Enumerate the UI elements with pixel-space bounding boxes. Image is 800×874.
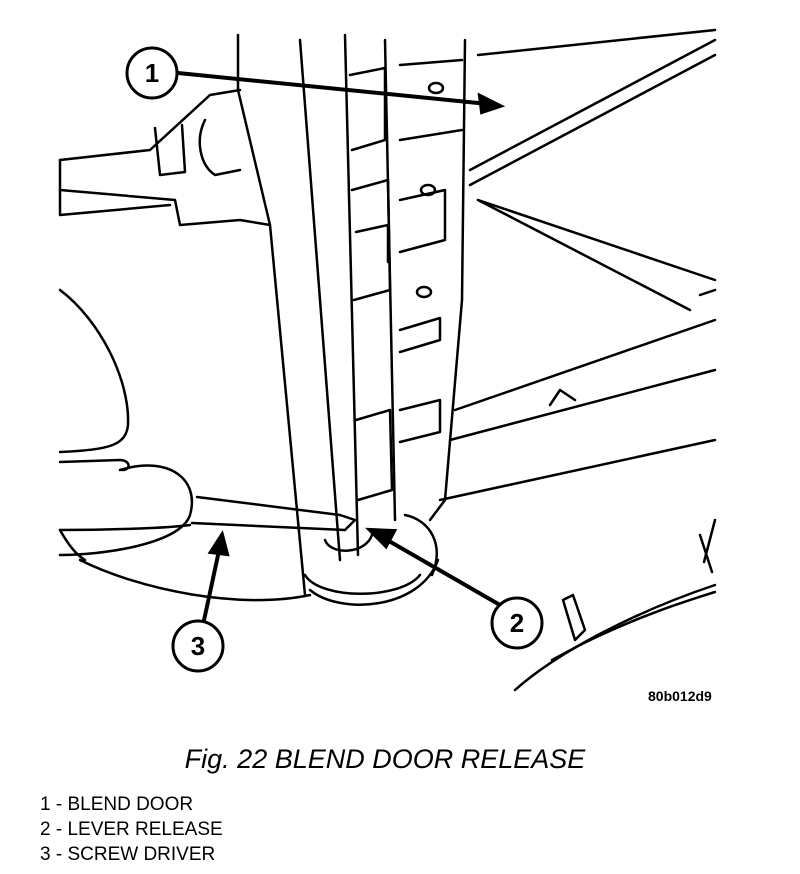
- arrowhead-1: [477, 92, 506, 115]
- figure-caption: Fig. 22 BLEND DOOR RELEASE: [184, 744, 586, 774]
- pivot-base: [303, 438, 717, 606]
- housing-ledge: [58, 88, 272, 227]
- leader-line-3: [201, 545, 222, 626]
- lower-disc: [58, 528, 312, 602]
- callout-2: 2: [490, 596, 544, 650]
- screwdriver: [58, 464, 357, 557]
- lower-right-housing: [513, 518, 717, 692]
- blend-door-illustration: 1 2 3: [58, 28, 717, 692]
- svg-text:1: 1: [145, 58, 159, 88]
- arrowhead-2: [364, 527, 398, 550]
- blend-door-shaft: [236, 33, 467, 597]
- arrowhead-3: [207, 530, 230, 557]
- legend-item-blend-door: 1 - BLEND DOOR: [40, 794, 194, 815]
- svg-text:3: 3: [191, 631, 205, 661]
- right-frame: [448, 28, 717, 442]
- callout-1: 1: [125, 46, 179, 100]
- shaft-slots: [348, 66, 447, 502]
- leader-line-1: [177, 71, 489, 106]
- svg-text:2: 2: [510, 608, 524, 638]
- leader-line-2: [381, 535, 501, 607]
- legend-item-screw-driver: 3 - SCREW DRIVER: [40, 844, 216, 865]
- callout-3: 3: [171, 619, 225, 673]
- legend-item-lever-release: 2 - LEVER RELEASE: [40, 819, 223, 840]
- legend: 1 - BLEND DOOR 2 - LEVER RELEASE 3 - SCR…: [40, 792, 223, 867]
- leader-lines: [177, 71, 506, 626]
- figure-code: 80b012d9: [648, 688, 712, 704]
- hand: [58, 288, 130, 472]
